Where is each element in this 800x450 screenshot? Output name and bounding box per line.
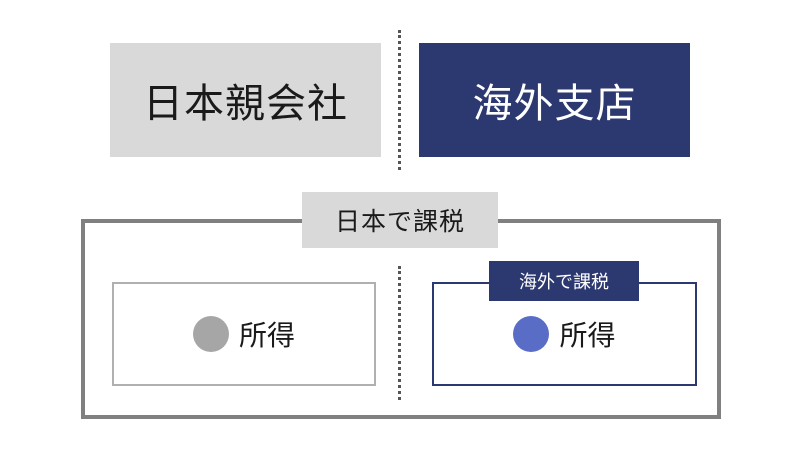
japan-taxation-text: 日本で課税 xyxy=(334,207,465,236)
japan-income-box: 所得 xyxy=(112,282,376,386)
japan-income-row: 所得 xyxy=(192,314,295,354)
overseas-taxation-label: 海外で課税 xyxy=(489,261,639,301)
bottom-dotted-divider xyxy=(398,266,401,400)
japan-parent-company-box: 日本親会社 xyxy=(110,43,381,157)
overseas-branch-label: 海外支店 xyxy=(472,81,637,127)
blue-circle-icon xyxy=(513,316,550,352)
japan-taxation-label: 日本で課税 xyxy=(302,192,498,248)
overseas-income-label: 所得 xyxy=(559,319,616,352)
japan-income-label: 所得 xyxy=(238,319,295,352)
overseas-income-row: 所得 xyxy=(513,314,616,354)
overseas-branch-box: 海外支店 xyxy=(419,43,690,157)
overseas-taxation-text: 海外で課税 xyxy=(519,272,609,293)
japan-parent-company-label: 日本親会社 xyxy=(143,81,348,127)
gray-circle-icon xyxy=(192,316,229,352)
top-dotted-divider xyxy=(398,30,401,170)
